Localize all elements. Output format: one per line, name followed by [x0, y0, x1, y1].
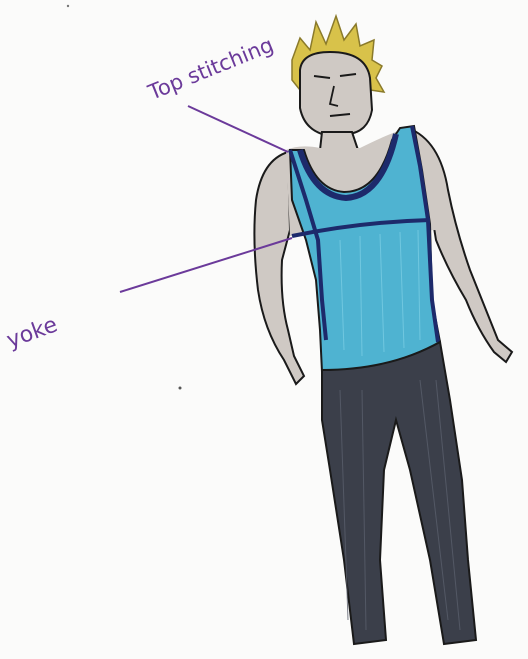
- stray-mark: [179, 387, 182, 390]
- pants: [322, 342, 476, 644]
- top-stitching-pointer: [188, 106, 288, 152]
- top-stitching-label: Top stitching: [144, 33, 277, 105]
- neck: [320, 132, 358, 150]
- stray-mark: [67, 5, 69, 7]
- yoke-label: yoke: [4, 312, 61, 353]
- head: [300, 52, 372, 134]
